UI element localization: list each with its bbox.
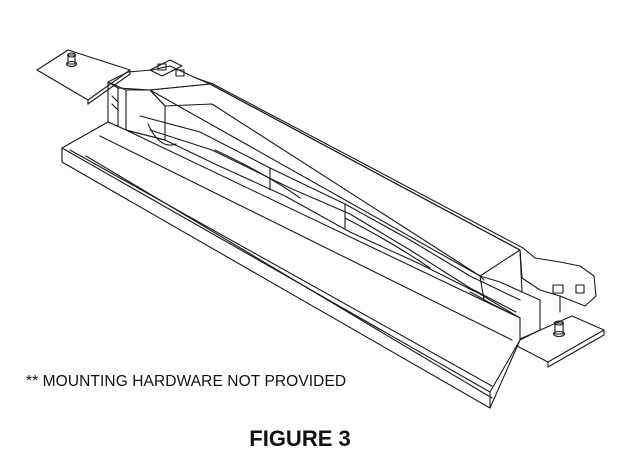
inner-reflector [125,115,521,327]
right-end-cap [479,249,561,341]
left-mounting-screw [65,52,78,68]
right-mounting-screw [552,320,566,338]
right-mounting-bracket [510,315,605,368]
left-mounting-bracket [36,49,131,105]
mounting-hardware-note: ** MOUNTING HARDWARE NOT PROVIDED [26,373,347,390]
front-sloped-face [61,121,521,409]
figure-caption: FIGURE 3 [249,426,351,451]
